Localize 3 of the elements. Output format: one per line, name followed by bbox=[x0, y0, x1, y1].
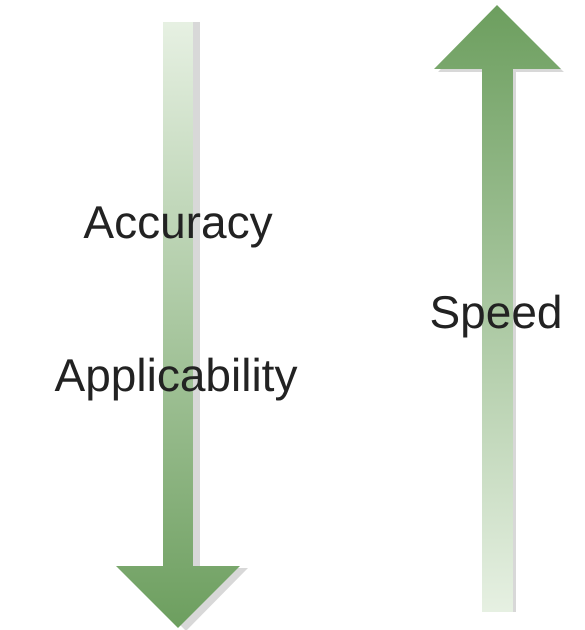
axis-label: Accuracy bbox=[83, 199, 273, 245]
axis-label: Applicability bbox=[54, 352, 298, 398]
axis-label: Speed bbox=[430, 289, 562, 335]
